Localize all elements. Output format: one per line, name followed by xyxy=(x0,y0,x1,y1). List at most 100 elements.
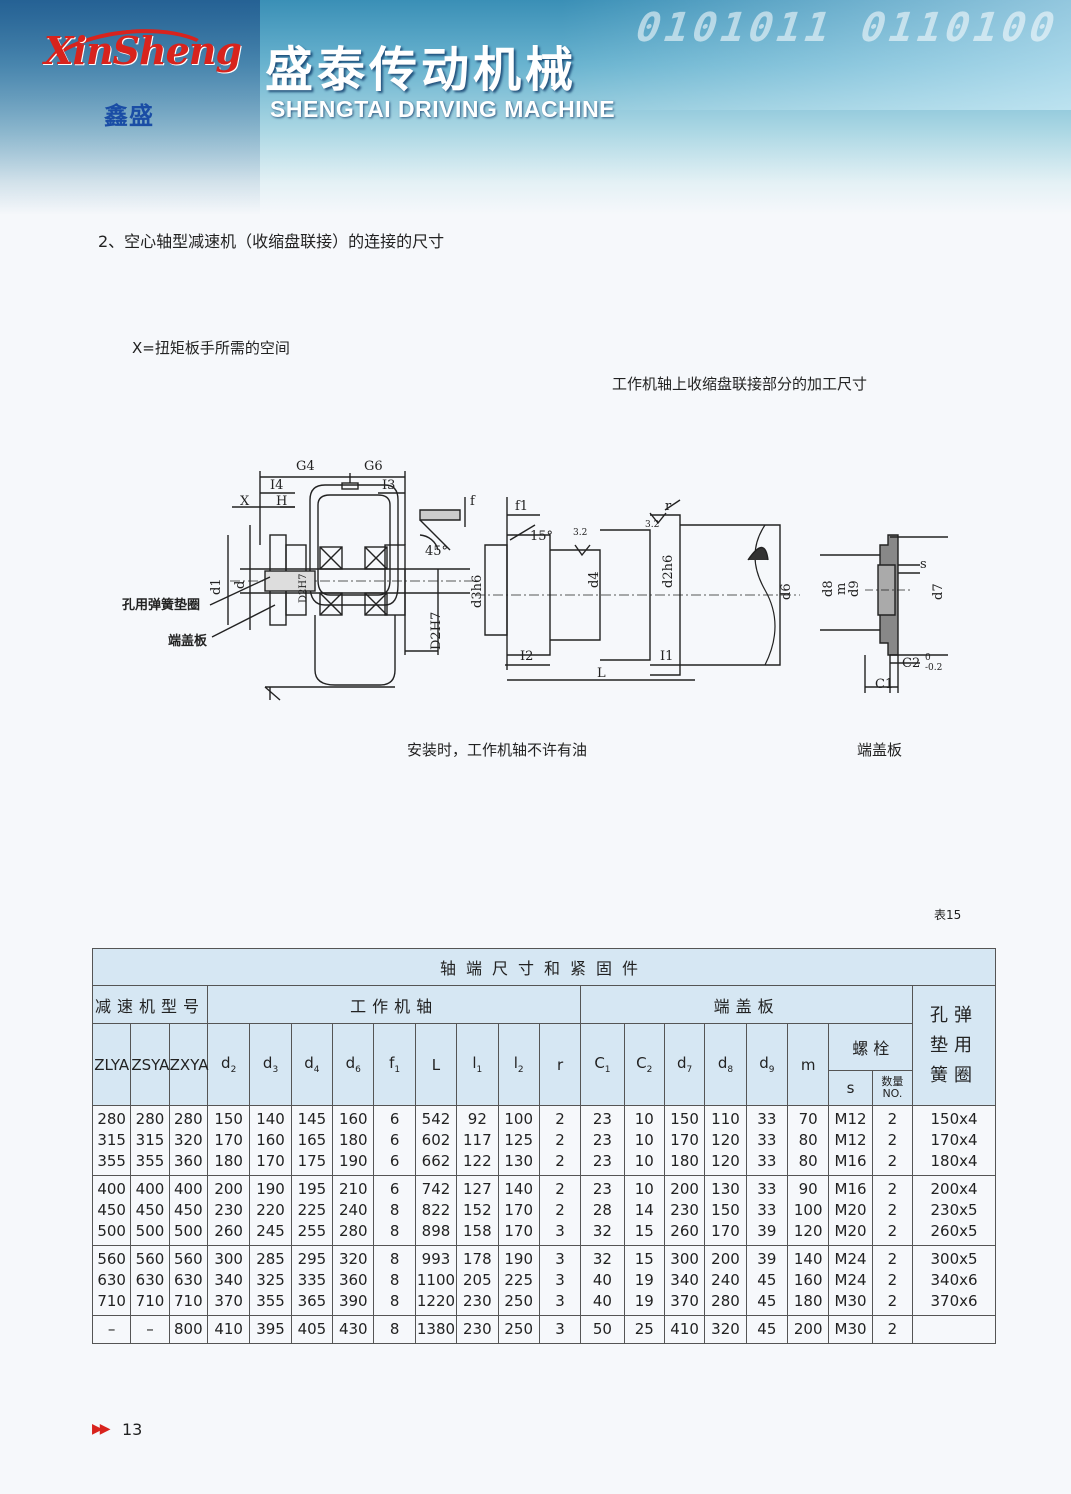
label-h: H xyxy=(276,494,287,509)
cell-value: 160 xyxy=(793,1271,823,1289)
cell-value: 45 xyxy=(757,1320,777,1338)
cell-value: 370x6 xyxy=(930,1292,978,1310)
cell-value: 140 xyxy=(504,1180,534,1198)
cell-value: 1380 xyxy=(416,1320,456,1338)
cell-value: 130 xyxy=(711,1180,740,1198)
cell-value: 430 xyxy=(338,1320,368,1338)
cell-value: 178 xyxy=(463,1250,492,1268)
label-15: 15° xyxy=(530,529,553,544)
cell-value: 127 xyxy=(463,1180,492,1198)
header-glow xyxy=(560,0,1071,110)
cell-value: 662 xyxy=(421,1152,451,1170)
cell-value: – xyxy=(146,1320,154,1338)
cell-value: 6 xyxy=(389,1152,400,1170)
label-d3h6: d3h6 xyxy=(470,575,485,608)
header-d7: d7 xyxy=(663,1023,706,1106)
cell-value: 320 xyxy=(711,1320,740,1338)
cell-value: 360 xyxy=(338,1271,368,1289)
cell-value: M16 xyxy=(834,1180,867,1198)
header-decor-digits: 0101011 0110100 xyxy=(629,5,1066,51)
label-spring-washer: 孔用弹簧垫圈 xyxy=(122,597,200,613)
cell-value: 1100 xyxy=(416,1271,456,1289)
header-c1: C1 xyxy=(580,1023,625,1106)
cell-value: 450 xyxy=(135,1201,165,1219)
cell-value: 360 xyxy=(174,1152,203,1170)
cell-value: 602 xyxy=(421,1131,451,1149)
cell-value: 2 xyxy=(887,1180,898,1198)
cell-value: 365 xyxy=(297,1292,327,1310)
cell-value: 19 xyxy=(634,1271,654,1289)
cell-d4: 405 xyxy=(290,1315,334,1344)
cell-value: 370 xyxy=(214,1292,243,1310)
cell-value: 2 xyxy=(555,1131,565,1149)
cell-value: 245 xyxy=(256,1222,285,1240)
cell-d2: 410 xyxy=(206,1315,251,1344)
cell-value: 250 xyxy=(504,1292,534,1310)
cell-value: 130 xyxy=(504,1152,534,1170)
cell-value: 2 xyxy=(887,1292,898,1310)
cell-value: 19 xyxy=(634,1292,654,1310)
label-f1: f1 xyxy=(515,499,528,514)
cell-value: 117 xyxy=(463,1131,492,1149)
cell-value: 140 xyxy=(793,1250,823,1268)
cell-value: 8 xyxy=(389,1222,400,1240)
cell-value: 150 xyxy=(670,1110,699,1128)
table-caption: 轴端尺寸和紧固件 xyxy=(92,948,996,986)
label-r: r xyxy=(665,499,672,514)
cell-value: 170 xyxy=(670,1131,699,1149)
cell-value: M24 xyxy=(834,1250,867,1268)
cell-value: 3 xyxy=(555,1222,565,1240)
cell-value: 225 xyxy=(504,1271,534,1289)
shaft-end-drawing xyxy=(475,497,800,681)
cell-value: 560 xyxy=(174,1250,203,1268)
cell-value: M20 xyxy=(834,1222,867,1240)
cell-value: M30 xyxy=(834,1292,867,1310)
cell-value: 15 xyxy=(634,1222,654,1240)
label-d2h7-inner: D2H7 xyxy=(298,574,309,603)
cell-value: 175 xyxy=(297,1152,327,1170)
cell-value: 200x4 xyxy=(930,1180,978,1198)
cell-value: 395 xyxy=(256,1320,285,1338)
cell-value: 2 xyxy=(887,1201,898,1219)
cell-value: 6 xyxy=(389,1131,400,1149)
label-g4: G4 xyxy=(296,459,315,474)
header-d6: d6 xyxy=(332,1023,375,1106)
cell-value: 710 xyxy=(97,1292,126,1310)
cell-value: 410 xyxy=(214,1320,243,1338)
cell-value: 800 xyxy=(174,1320,203,1338)
cell-zsya: – xyxy=(130,1315,170,1344)
label-i3: I3 xyxy=(382,478,395,493)
cell-qty: 2 xyxy=(871,1315,914,1344)
cell-value: 170 xyxy=(504,1222,534,1240)
cell-value: 23 xyxy=(592,1110,612,1128)
cell-value: 630 xyxy=(174,1271,203,1289)
cell-value: 190 xyxy=(256,1180,285,1198)
cell-value: 8 xyxy=(389,1271,400,1289)
cell-value: 742 xyxy=(421,1180,451,1198)
cell-value: 255 xyxy=(297,1222,327,1240)
table-number: 表15 xyxy=(934,908,962,922)
cell-value: 145 xyxy=(297,1110,327,1128)
cell-value: 300 xyxy=(214,1250,243,1268)
label-d4: d4 xyxy=(587,571,602,588)
cell-value: 230 xyxy=(214,1201,243,1219)
